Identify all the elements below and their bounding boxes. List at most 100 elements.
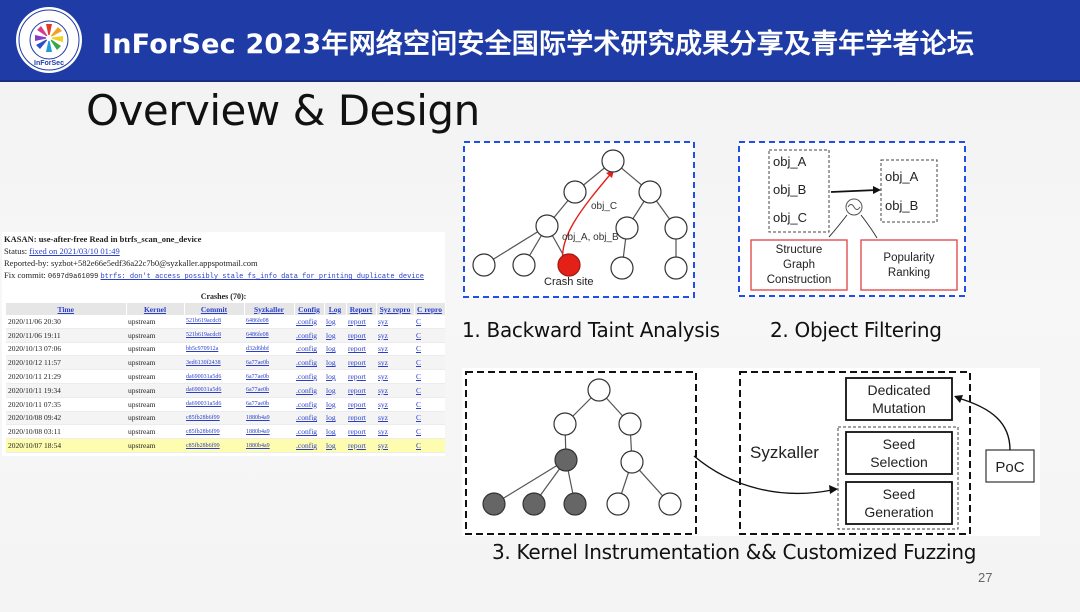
tree-node bbox=[665, 257, 687, 279]
cell-report[interactable]: report bbox=[346, 383, 376, 397]
column-header[interactable]: Syzkaller bbox=[244, 303, 294, 315]
cell-log[interactable]: log bbox=[324, 411, 346, 425]
cell-log[interactable]: log bbox=[324, 328, 346, 342]
cell-commit[interactable]: 3ed6130f2438 bbox=[184, 356, 244, 370]
cell-c[interactable]: C bbox=[414, 342, 445, 356]
cell-commit[interactable]: da690031a5d6 bbox=[184, 383, 244, 397]
cell-report[interactable]: report bbox=[346, 370, 376, 384]
cell-config[interactable]: .config bbox=[294, 356, 324, 370]
cell-report[interactable]: report bbox=[346, 411, 376, 425]
cell-log[interactable]: log bbox=[324, 315, 346, 328]
cell-log[interactable]: log bbox=[324, 397, 346, 411]
table-row: 2020/11/06 20:30upstream521b619acdc86486… bbox=[6, 315, 445, 328]
cell-syzkaller[interactable]: 6486fe08 bbox=[244, 328, 294, 342]
cell-syz[interactable]: syz bbox=[376, 383, 414, 397]
logo-text: InForSec bbox=[34, 60, 64, 67]
cell-syz[interactable]: syz bbox=[376, 397, 414, 411]
column-header[interactable]: Syz repro bbox=[376, 303, 414, 315]
cell-syzkaller[interactable]: 6a77ae0b bbox=[244, 383, 294, 397]
column-header[interactable]: Time bbox=[6, 303, 126, 315]
fix-commit-link[interactable]: btrfs: don't access possibly stale fs_in… bbox=[100, 273, 423, 281]
cell-commit[interactable]: c85fb28b6f99 bbox=[184, 425, 244, 439]
cell-commit[interactable]: da690031a5d6 bbox=[184, 397, 244, 411]
cell-report[interactable]: report bbox=[346, 328, 376, 342]
caption-fuzzing: 3. Kernel Instrumentation && Customized … bbox=[492, 540, 976, 564]
cell-syz[interactable]: syz bbox=[376, 411, 414, 425]
status-link[interactable]: fixed on 2021/03/10 01:49 bbox=[29, 246, 119, 256]
cell-syzkaller[interactable]: 6a77ae0b bbox=[244, 370, 294, 384]
cell-log[interactable]: log bbox=[324, 425, 346, 439]
cell-syz[interactable]: syz bbox=[376, 439, 414, 453]
cell-time: 2020/10/11 07:35 bbox=[6, 397, 126, 411]
cell-c[interactable]: C bbox=[414, 439, 445, 453]
tree-node bbox=[616, 217, 638, 239]
instrumented-node bbox=[555, 449, 577, 471]
cell-c[interactable]: C bbox=[414, 370, 445, 384]
cell-syz[interactable]: syz bbox=[376, 315, 414, 328]
cell-config[interactable]: .config bbox=[294, 397, 324, 411]
cell-log[interactable]: log bbox=[324, 356, 346, 370]
cell-log[interactable]: log bbox=[324, 342, 346, 356]
cell-syzkaller[interactable]: 1880b4a9 bbox=[244, 411, 294, 425]
cell-config[interactable]: .config bbox=[294, 342, 324, 356]
cell-config[interactable]: .config bbox=[294, 411, 324, 425]
cell-syzkaller[interactable]: 1880b4a9 bbox=[244, 425, 294, 439]
cell-report[interactable]: report bbox=[346, 342, 376, 356]
cell-log[interactable]: log bbox=[324, 370, 346, 384]
cell-report[interactable]: report bbox=[346, 315, 376, 328]
cell-config[interactable]: .config bbox=[294, 370, 324, 384]
cell-config[interactable]: .config bbox=[294, 425, 324, 439]
cell-kernel: upstream bbox=[126, 315, 184, 328]
cell-commit[interactable]: c85fb28b6f99 bbox=[184, 439, 244, 453]
cell-config[interactable]: .config bbox=[294, 315, 324, 328]
cell-syzkaller[interactable]: 6a77ae0b bbox=[244, 356, 294, 370]
cell-syz[interactable]: syz bbox=[376, 425, 414, 439]
cell-c[interactable]: C bbox=[414, 411, 445, 425]
column-header[interactable]: C repro bbox=[414, 303, 445, 315]
column-header[interactable]: Report bbox=[346, 303, 376, 315]
column-header[interactable]: Commit bbox=[184, 303, 244, 315]
column-header[interactable]: Config bbox=[294, 303, 324, 315]
cell-c[interactable]: C bbox=[414, 397, 445, 411]
column-header[interactable]: Kernel bbox=[126, 303, 184, 315]
box-text: Seed bbox=[883, 436, 916, 452]
cell-config[interactable]: .config bbox=[294, 328, 324, 342]
popularity-ranking-box bbox=[861, 240, 957, 290]
column-header[interactable]: Log bbox=[324, 303, 346, 315]
cell-log[interactable]: log bbox=[324, 439, 346, 453]
tree-node bbox=[621, 451, 643, 473]
cell-time: 2020/11/06 19:11 bbox=[6, 328, 126, 342]
cell-c[interactable]: C bbox=[414, 356, 445, 370]
cell-c[interactable]: C bbox=[414, 383, 445, 397]
cell-log[interactable]: log bbox=[324, 383, 346, 397]
tree-node bbox=[659, 493, 681, 515]
crashes-table: Time Kernel Commit Syzkaller Config Log … bbox=[6, 303, 446, 453]
table-row: 2020/10/11 19:34upstreamda690031a5d66a77… bbox=[6, 383, 445, 397]
cell-config[interactable]: .config bbox=[294, 439, 324, 453]
cell-syzkaller[interactable]: 6a77ae0b bbox=[244, 397, 294, 411]
cell-syzkaller[interactable]: 6486fe08 bbox=[244, 315, 294, 328]
cell-syz[interactable]: syz bbox=[376, 356, 414, 370]
cell-c[interactable]: C bbox=[414, 328, 445, 342]
cell-c[interactable]: C bbox=[414, 315, 445, 328]
cell-commit[interactable]: da690031a5d6 bbox=[184, 370, 244, 384]
cell-commit[interactable]: 521b619acdc8 bbox=[184, 315, 244, 328]
cell-syz[interactable]: syz bbox=[376, 328, 414, 342]
cell-report[interactable]: report bbox=[346, 439, 376, 453]
cell-c[interactable]: C bbox=[414, 425, 445, 439]
cell-commit[interactable]: c85fb28b6f99 bbox=[184, 411, 244, 425]
cell-syzkaller[interactable]: d32d6bbf bbox=[244, 342, 294, 356]
cell-report[interactable]: report bbox=[346, 397, 376, 411]
cell-config[interactable]: .config bbox=[294, 383, 324, 397]
cell-syzkaller[interactable]: 1880b4a9 bbox=[244, 439, 294, 453]
cell-report[interactable]: report bbox=[346, 425, 376, 439]
cell-syz[interactable]: syz bbox=[376, 342, 414, 356]
cell-report[interactable]: report bbox=[346, 356, 376, 370]
poc-label: PoC bbox=[995, 459, 1024, 476]
cell-commit[interactable]: 521b619acdc8 bbox=[184, 328, 244, 342]
cell-syz[interactable]: syz bbox=[376, 370, 414, 384]
cell-kernel: upstream bbox=[126, 411, 184, 425]
cell-commit[interactable]: bb5c970912a bbox=[184, 342, 244, 356]
